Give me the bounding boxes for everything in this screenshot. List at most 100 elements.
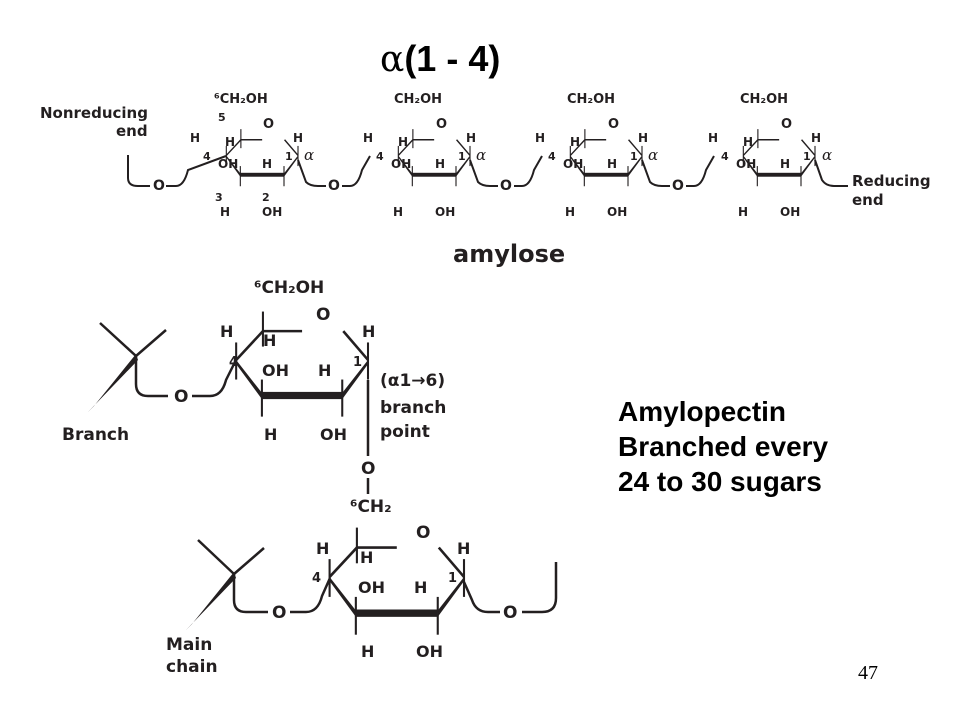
h-label: H	[264, 425, 277, 444]
h-label: H	[262, 157, 272, 171]
oh-label: OH	[358, 578, 385, 597]
ch2oh-label: CH₂OH	[394, 92, 442, 107]
description-line: Amylopectin	[618, 396, 787, 427]
carbon-number: 4	[548, 150, 556, 163]
glycosidic-oxygen: O	[500, 178, 512, 194]
description-line: 24 to 30 sugars	[618, 466, 822, 497]
h-label: H	[535, 131, 545, 145]
h-label: H	[414, 578, 427, 597]
oh-label: OH	[736, 157, 756, 171]
carbon-number: 4	[229, 355, 238, 370]
reducing-end-label: Reducing	[852, 172, 931, 190]
carbon-number: 4	[203, 150, 211, 163]
h-label: H	[457, 539, 470, 558]
oh-label: OH	[780, 205, 800, 219]
title-linkage: (1 - 4)	[404, 38, 501, 79]
glycosidic-oxygen: O	[672, 178, 684, 194]
h-label: H	[811, 131, 821, 145]
main-chain-label: Main	[166, 635, 212, 655]
h-label: H	[638, 131, 648, 145]
h-label: H	[293, 131, 303, 145]
nonreducing-end-label-2: end	[116, 122, 148, 140]
h-label: H	[316, 539, 329, 558]
ch2-label: ⁶CH₂	[350, 497, 392, 517]
glycosidic-oxygen: O	[361, 459, 375, 479]
oh-label: OH	[262, 205, 282, 219]
h-label: H	[738, 205, 748, 219]
h-label: H	[190, 131, 200, 145]
h-label: H	[743, 135, 753, 149]
h-label: H	[393, 205, 403, 219]
ring-oxygen: O	[781, 117, 792, 132]
carbon-number: 1	[803, 150, 811, 163]
carbon-number: 3	[215, 191, 223, 204]
carbon-number: 1	[458, 150, 466, 163]
oh-label: OH	[320, 425, 347, 444]
h-label: H	[466, 131, 476, 145]
carbon-number: 5	[218, 111, 226, 124]
alpha-label: α	[648, 146, 658, 164]
h-label: H	[362, 322, 375, 341]
h-label: H	[363, 131, 373, 145]
ring-oxygen: O	[316, 305, 330, 325]
ring-oxygen: O	[416, 523, 430, 543]
h-label: H	[225, 135, 235, 149]
h-label: H	[361, 642, 374, 661]
h-label: H	[570, 135, 580, 149]
nonreducing-end-label: Nonreducing	[40, 104, 148, 122]
page-number: 47	[858, 662, 878, 684]
h-label: H	[360, 548, 373, 567]
h-label: H	[607, 157, 617, 171]
carbon-number: 1	[630, 150, 638, 163]
oh-label: OH	[416, 642, 443, 661]
ring-oxygen: O	[436, 117, 447, 132]
glycosidic-oxygen: O	[174, 387, 188, 407]
branch-point-label-2: point	[380, 422, 430, 442]
oh-label: OH	[218, 157, 238, 171]
glycosidic-oxygen: O	[272, 603, 286, 623]
h-label: H	[263, 331, 276, 350]
ch2oh-label: ⁶CH₂OH	[254, 278, 324, 298]
ch2oh-label: CH₂OH	[567, 92, 615, 107]
main-chain-label-2: chain	[166, 657, 218, 677]
carbon-number: 4	[721, 150, 729, 163]
oh-label: OH	[607, 205, 627, 219]
oh-label: OH	[391, 157, 411, 171]
h-label: H	[708, 131, 718, 145]
h-label: H	[780, 157, 790, 171]
carbon-number: 1	[448, 571, 457, 586]
h-label: H	[318, 361, 331, 380]
ring-oxygen: O	[263, 117, 274, 132]
description-line: Branched every	[618, 431, 829, 462]
branch-label: Branch	[62, 425, 129, 445]
ch2oh-label: ⁶CH₂OH	[214, 92, 268, 107]
h-label: H	[220, 205, 230, 219]
alpha-label: α	[304, 146, 314, 164]
oh-label: OH	[262, 361, 289, 380]
h-label: H	[565, 205, 575, 219]
title-alpha-symbol: α	[380, 39, 405, 80]
branch-linkage-label: (α1→6)	[380, 371, 445, 391]
reducing-end-label-2: end	[852, 191, 884, 209]
ch2oh-label: CH₂OH	[740, 92, 788, 107]
alpha-label: α	[476, 146, 486, 164]
oh-label: OH	[563, 157, 583, 171]
branch-point-label: branch	[380, 398, 446, 418]
carbon-number: 4	[312, 571, 321, 586]
carbon-number: 4	[376, 150, 384, 163]
h-label: H	[398, 135, 408, 149]
amylopectin-branch-structure: O Branch ⁶CH₂OH O H H H 4 1 OH H H OH (α…	[62, 278, 558, 677]
carbon-number: 1	[285, 150, 293, 163]
slide-title: α(1 - 4)	[380, 38, 500, 80]
ring-oxygen: O	[608, 117, 619, 132]
amylose-chain: Nonreducing end O ⁶CH₂OH O H H H 4 5 1 O…	[40, 92, 931, 268]
amylopectin-description: Amylopectin Branched every 24 to 30 suga…	[618, 394, 828, 499]
glycosidic-oxygen: O	[503, 603, 517, 623]
amylose-caption: amylose	[453, 240, 565, 268]
alpha-label: α	[822, 146, 832, 164]
h-label: H	[220, 322, 233, 341]
carbon-number: 1	[353, 355, 362, 370]
glycosidic-oxygen: O	[153, 178, 165, 194]
